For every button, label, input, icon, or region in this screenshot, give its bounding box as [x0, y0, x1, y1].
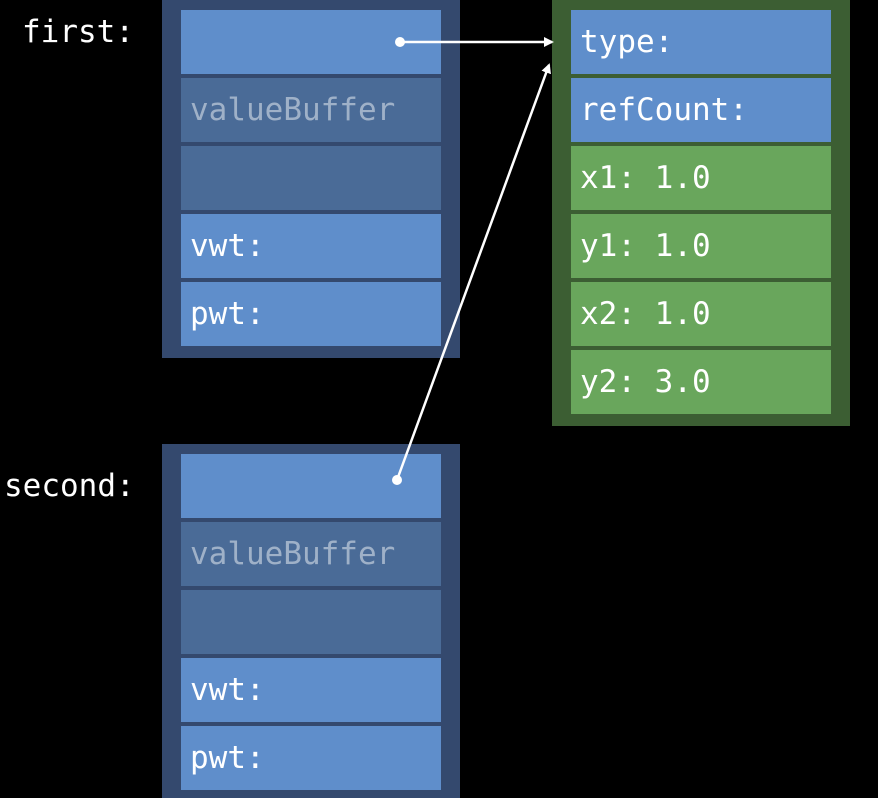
heap-refcount-cell: refCount:: [571, 78, 831, 142]
heap-field-x1: x1: 1.0: [571, 146, 831, 210]
first-pwt-cell: pwt:: [181, 282, 441, 346]
heap-object-box: type: refCount: x1: 1.0 y1: 1.0 x2: 1.0 …: [552, 0, 850, 426]
heap-field-y2: y2: 3.0: [571, 350, 831, 414]
second-label: second:: [4, 468, 135, 504]
second-pointer-cell: [181, 454, 441, 518]
second-arrow-line: [395, 63, 551, 481]
second-existential-container: valueBuffer vwt: pwt:: [162, 444, 460, 798]
first-vwt-cell: vwt:: [181, 214, 441, 278]
second-pwt-cell: pwt:: [181, 726, 441, 790]
heap-field-y1: y1: 1.0: [571, 214, 831, 278]
first-reference-arrow: [395, 37, 554, 47]
heap-field-x2: x2: 1.0: [571, 282, 831, 346]
first-label: first:: [22, 14, 134, 50]
second-value-buffer-cell-2: [181, 590, 441, 654]
heap-type-cell: type:: [571, 10, 831, 74]
first-existential-container: valueBuffer vwt: pwt:: [162, 0, 460, 358]
first-value-buffer-cell: valueBuffer: [181, 78, 441, 142]
second-value-buffer-cell: valueBuffer: [181, 522, 441, 586]
second-reference-arrow: [392, 63, 551, 485]
second-vwt-cell: vwt:: [181, 658, 441, 722]
first-value-buffer-cell-2: [181, 146, 441, 210]
